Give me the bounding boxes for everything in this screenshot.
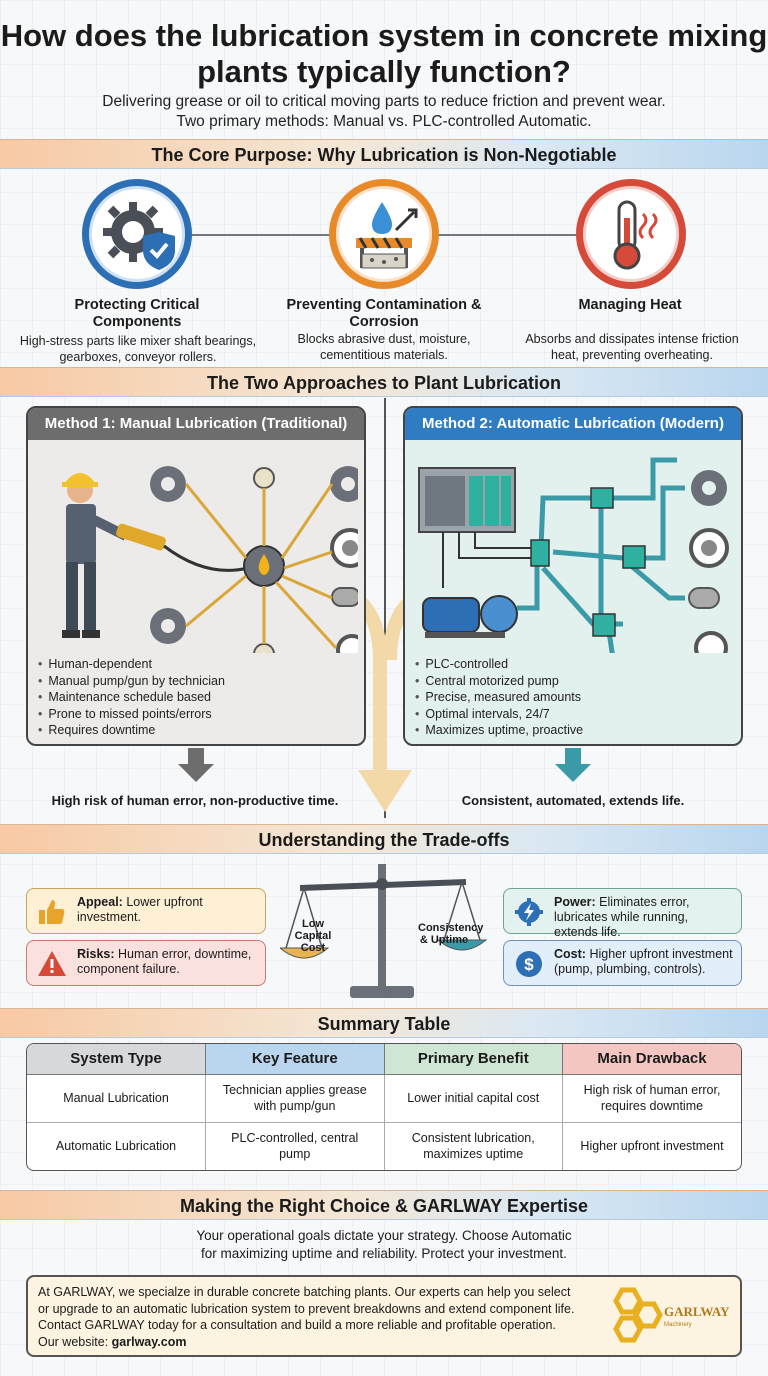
- dollar-icon: $: [516, 951, 542, 977]
- page-title: How does the lubrication system in concr…: [0, 18, 768, 89]
- choice-text: Your operational goals dictate your stra…: [196, 1228, 572, 1261]
- page-subtitle: Delivering grease or oil to critical mov…: [102, 93, 666, 130]
- manual-bullets: Human-dependent Manual pump/gun by techn…: [38, 656, 225, 739]
- table-cell: High risk of human error, requires downt…: [562, 1074, 741, 1123]
- table-cell: Consistent lubrication, maximizes uptime: [384, 1122, 563, 1170]
- website-link[interactable]: garlway.com: [111, 1334, 187, 1349]
- scale-left-label: Low Capital Cost: [294, 918, 332, 954]
- manual-outcome: High risk of human error, non-productive…: [51, 793, 339, 808]
- approaches-band: The Two Approaches to Plant Lubrication: [0, 367, 768, 397]
- list-item: Requires downtime: [38, 722, 225, 739]
- table-row: Automatic Lubrication PLC-controlled, ce…: [27, 1122, 741, 1170]
- table-cell: Higher upfront investment: [580, 1139, 724, 1154]
- hexagon-logo-icon: [613, 1287, 663, 1343]
- table-cell: Manual Lubrication: [27, 1074, 206, 1123]
- table-cell: Lower initial capital cost: [384, 1074, 563, 1123]
- warning-icon: [38, 951, 66, 976]
- automatic-method-panel: Method 2: Automatic Lubrication (Modern): [403, 406, 743, 746]
- list-item: Maximizes uptime, proactive: [415, 722, 583, 739]
- gear-shield-icon: [82, 179, 192, 289]
- summary-band: Summary Table: [0, 1008, 768, 1038]
- automatic-method-title: Method 2: Automatic Lubrication (Modern): [405, 408, 741, 440]
- list-item: PLC-controlled: [415, 656, 583, 673]
- logo-subtext: Machinery: [664, 1322, 692, 1328]
- list-item: Prone to missed points/errors: [38, 706, 225, 723]
- garlway-cta-box: At GARLWAY, we specialze in durable conc…: [26, 1275, 742, 1357]
- appeal-card: Appeal: Lower upfront investment.: [26, 888, 266, 934]
- svg-text:$: $: [524, 955, 534, 974]
- table-row: Manual Lubrication Technician applies gr…: [27, 1074, 741, 1123]
- thermometer-icon: [576, 179, 686, 289]
- manual-method-panel: Method 1: Manual Lubrication (Traditiona…: [26, 406, 366, 746]
- auto-down-arrow-icon: [555, 748, 591, 782]
- purpose-title-heat: Managing Heat: [578, 297, 682, 313]
- table-header: Main Drawback: [562, 1044, 741, 1075]
- list-item: Central motorized pump: [415, 673, 583, 690]
- center-divider: [384, 398, 386, 818]
- cta-text: At GARLWAY, we specialze in durable conc…: [38, 1285, 575, 1349]
- list-item: Maintenance schedule based: [38, 689, 225, 706]
- purpose-title-contamination: Preventing Contamination & Corrosion: [286, 297, 482, 330]
- table-cell: Technician applies grease with pump/gun: [205, 1074, 385, 1123]
- table-cell: PLC-controlled, central pump: [205, 1122, 385, 1170]
- tradeoffs-band: Understanding the Trade-offs: [0, 824, 768, 854]
- garlway-logo: GARLWAY Machinery: [606, 1286, 736, 1348]
- water-drop-barrier-icon: [329, 179, 439, 289]
- list-item: Precise, measured amounts: [415, 689, 583, 706]
- purpose-body-contamination: Blocks abrasive dust, moisture, cementit…: [297, 332, 471, 362]
- purpose-body-heat: Absorbs and dissipates intense friction …: [525, 332, 739, 362]
- purpose-title-protect: Protecting Critical Components: [74, 297, 200, 330]
- list-item: Human-dependent: [38, 656, 225, 673]
- automatic-lubrication-illustration: [418, 457, 729, 653]
- table-header: System Type: [27, 1044, 206, 1075]
- gear-lightning-icon: [515, 898, 543, 926]
- balance-scale-icon: [280, 864, 488, 998]
- list-item: Manual pump/gun by technician: [38, 673, 225, 690]
- cost-card: $ Cost: Higher upfront investment (pump,…: [503, 940, 742, 986]
- table-header: Key Feature: [205, 1044, 385, 1075]
- list-item: Optimal intervals, 24/7: [415, 706, 583, 723]
- manual-lubrication-illustration: [62, 466, 358, 653]
- summary-table: System Type Key Feature Primary Benefit …: [26, 1043, 742, 1171]
- automatic-bullets: PLC-controlled Central motorized pump Pr…: [415, 656, 583, 739]
- manual-down-arrow-icon: [178, 748, 214, 782]
- purpose-body-protect: High-stress parts like mixer shaft beari…: [19, 334, 257, 364]
- core-purpose-band: The Core Purpose: Why Lubrication is Non…: [0, 139, 768, 169]
- risks-card: Risks: Human error, downtime, component …: [26, 940, 266, 986]
- manual-method-title: Method 1: Manual Lubrication (Traditiona…: [28, 408, 364, 440]
- power-card: Power: Eliminates error, lubricates whil…: [503, 888, 742, 939]
- choice-band: Making the Right Choice & GARLWAY Expert…: [0, 1190, 768, 1220]
- auto-outcome: Consistent, automated, extends life.: [461, 793, 685, 808]
- thumbs-up-icon: [39, 900, 65, 924]
- table-header: Primary Benefit: [384, 1044, 563, 1075]
- logo-text: GARLWAY: [664, 1304, 730, 1319]
- scale-right-label: Consistency & Uptime: [418, 922, 484, 946]
- table-cell: Automatic Lubrication: [27, 1122, 206, 1170]
